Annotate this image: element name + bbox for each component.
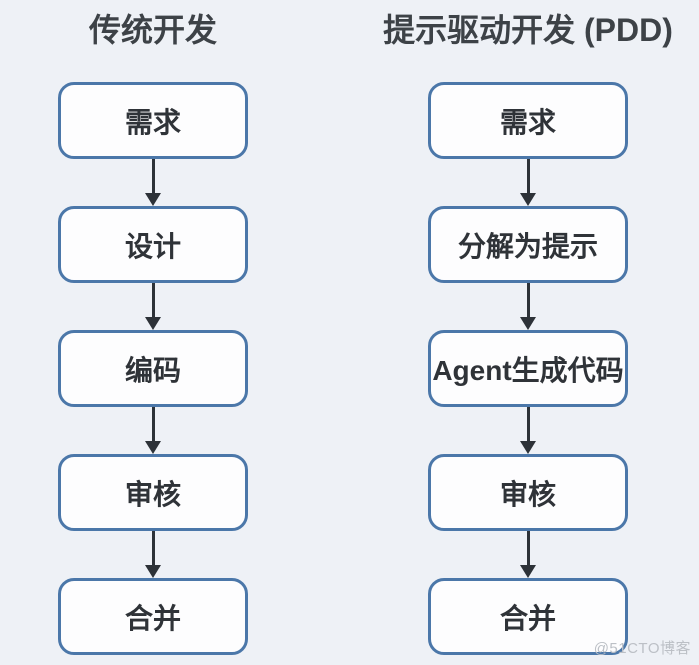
down-arrow-icon — [145, 407, 161, 454]
arrow-shaft — [151, 159, 155, 193]
flow-step-merge: 合并 — [58, 578, 248, 655]
flow-step-coding: 编码 — [58, 330, 248, 407]
arrow-shaft — [151, 283, 155, 317]
arrow-shaft — [526, 407, 530, 441]
column-pdd: 提示驱动开发 (PDD) 需求 分解为提示 Agent生成代码 审核 合并 — [383, 10, 673, 655]
arrow-head — [520, 441, 536, 454]
down-arrow-icon — [145, 159, 161, 206]
arrow-shaft — [526, 159, 530, 193]
arrow-head — [520, 193, 536, 206]
column-traditional: 传统开发 需求 设计 编码 审核 合并 — [58, 10, 248, 655]
arrow-head — [145, 565, 161, 578]
flow-step-design: 设计 — [58, 206, 248, 283]
flow-step-decompose-prompts: 分解为提示 — [428, 206, 628, 283]
flow-step-agent-generate-code: Agent生成代码 — [428, 330, 628, 407]
down-arrow-icon — [520, 407, 536, 454]
arrow-shaft — [151, 531, 155, 565]
down-arrow-icon — [520, 159, 536, 206]
arrow-head — [520, 317, 536, 330]
down-arrow-icon — [145, 283, 161, 330]
arrow-head — [145, 317, 161, 330]
down-arrow-icon — [520, 531, 536, 578]
arrow-shaft — [526, 531, 530, 565]
flow-step-review: 审核 — [58, 454, 248, 531]
flow-step-requirements: 需求 — [58, 82, 248, 159]
down-arrow-icon — [520, 283, 536, 330]
arrow-head — [145, 193, 161, 206]
arrow-shaft — [151, 407, 155, 441]
watermark: @51CTO博客 — [593, 640, 691, 657]
down-arrow-icon — [145, 531, 161, 578]
flow-step-review: 审核 — [428, 454, 628, 531]
arrow-head — [520, 565, 536, 578]
flow-step-merge: 合并 — [428, 578, 628, 655]
arrow-head — [145, 441, 161, 454]
column-title-pdd: 提示驱动开发 (PDD) — [383, 12, 673, 48]
flow-step-requirements: 需求 — [428, 82, 628, 159]
column-title-traditional: 传统开发 — [88, 12, 217, 48]
arrow-shaft — [526, 283, 530, 317]
